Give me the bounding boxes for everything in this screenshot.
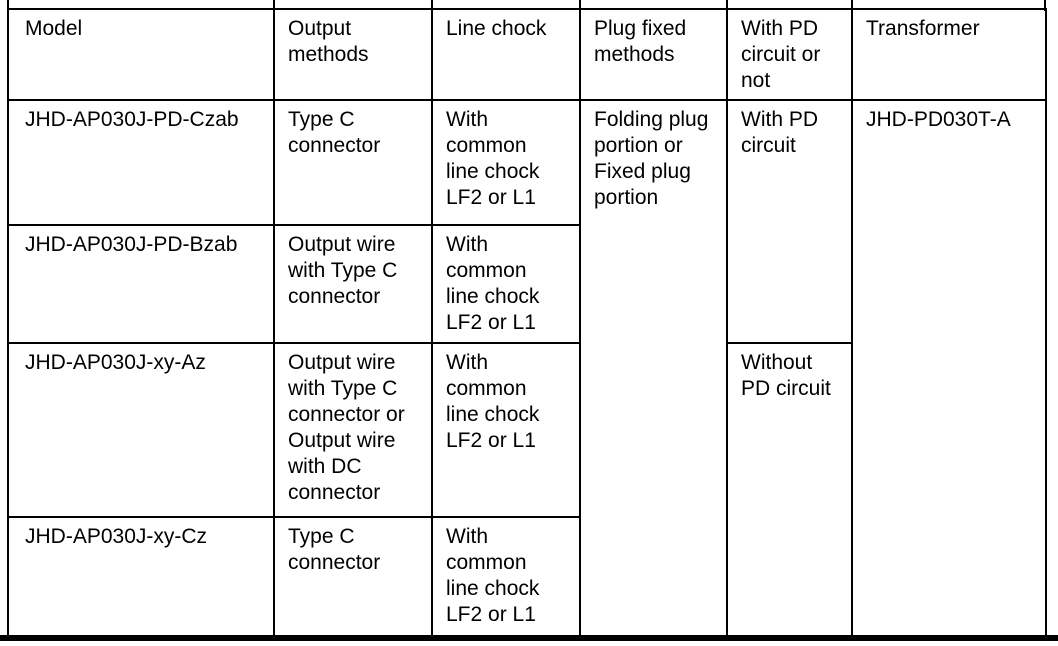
cell-with-pd-circuit-merged: With PD circuit: [726, 99, 851, 342]
header-cell-line-chock: Line chock: [431, 10, 579, 99]
spec-table: Model Output methods Line chock Plug fix…: [7, 8, 1047, 636]
header-cell-transformer: Transformer: [851, 10, 1045, 99]
cell-transformer-merged: JHD-PD030T-A: [851, 99, 1045, 636]
header-cell-output-methods: Output methods: [273, 10, 431, 99]
header-cell-plug-fixed-methods: Plug fixed methods: [579, 10, 726, 99]
cell-output-methods-row3: Output wire with Type C connector or Out…: [273, 342, 431, 516]
table-border-stub: [851, 0, 853, 11]
cell-output-methods-row1: Type C connector: [273, 99, 431, 224]
table-border-stub: [431, 0, 433, 11]
table-border-stub: [579, 0, 581, 11]
table-border-stub: [726, 0, 728, 11]
cell-plug-fixed-methods-merged: Folding plug portion or Fixed plug porti…: [579, 99, 726, 636]
cell-model-row3: JHD-AP030J-xy-Az: [9, 342, 273, 516]
bottom-thick-rule: [0, 635, 1058, 641]
cell-line-chock-row1: With common line chock LF2 or L1: [431, 99, 579, 224]
cell-output-methods-row2: Output wire with Type C connector: [273, 224, 431, 342]
cell-model-row1: JHD-AP030J-PD-Czab: [9, 99, 273, 224]
cell-line-chock-row2: With common line chock LF2 or L1: [431, 224, 579, 342]
table-border-stub: [273, 0, 275, 11]
cell-line-chock-row4: With common line chock LF2 or L1: [431, 516, 579, 636]
cell-model-row4: JHD-AP030J-xy-Cz: [9, 516, 273, 636]
cell-line-chock-row3: With common line chock LF2 or L1: [431, 342, 579, 516]
table-border-stub: [1044, 0, 1046, 11]
header-cell-model: Model: [25, 17, 83, 40]
header-cell-with-pd-circuit-or-not: With PD circuit or not: [726, 10, 851, 99]
table-border-stub: [7, 0, 9, 11]
cell-model-row2: JHD-AP030J-PD-Bzab: [9, 224, 273, 342]
cell-without-pd-circuit-merged: Without PD circuit: [726, 342, 851, 636]
cell-output-methods-row4: Type C connector: [273, 516, 431, 636]
